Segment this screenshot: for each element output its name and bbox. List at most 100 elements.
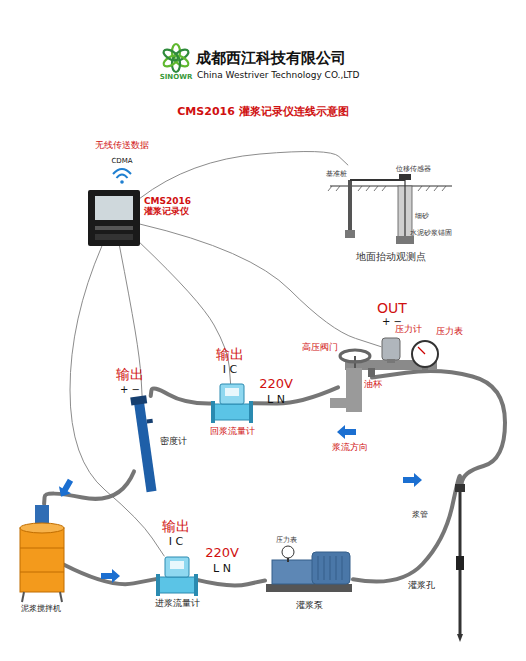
note-text: 无线传送数据: [95, 140, 149, 150]
observation-rod: [404, 178, 405, 244]
slurry-pipe: [44, 471, 134, 504]
mixer-tank: [20, 528, 64, 592]
node-label: 泥浆搅拌机: [8, 604, 74, 613]
part-name: 压力表: [436, 326, 463, 336]
flowmeter-flange: [249, 401, 253, 423]
node-label: 高压阀门: [302, 342, 338, 352]
gauge-needle: [418, 347, 425, 354]
signal-cable: [140, 152, 348, 199]
mixer-band: [20, 572, 64, 573]
pump-base: [266, 584, 352, 592]
part-name: 细砂: [415, 212, 429, 220]
pump-body: [272, 560, 314, 584]
recorder-box: CMS2016 灌浆记录仪: [88, 190, 140, 246]
flowmeter-flange: [211, 401, 215, 423]
gauge-stem: [287, 558, 289, 562]
node-label: CMS2016 灌浆记录仪: [144, 196, 200, 217]
company-name-en: China Westriver Technology CO.,LTD: [197, 70, 360, 80]
packer: [456, 556, 464, 570]
recorder-screen: [95, 196, 133, 220]
pin-name: I C: [223, 364, 237, 377]
valve-elbow: [330, 398, 350, 408]
rod-anchor: [396, 236, 414, 244]
pin-name: + −: [120, 384, 140, 396]
hole-head: [455, 484, 465, 492]
slurry-pipe: [151, 388, 212, 403]
slurry-pipe: [372, 371, 505, 484]
valve-handwheel: [340, 350, 370, 362]
node-label: 密度计: [160, 436, 187, 446]
part-name: 位移传感器: [396, 165, 431, 173]
wifi-dot: [120, 180, 124, 184]
part-name: 水泥砂浆锚固: [410, 229, 452, 237]
recorder-panel: [95, 234, 133, 240]
wifi-arc: [113, 169, 131, 174]
return-flowmeter: 回浆流量计: [212, 384, 252, 422]
signal-cable: [70, 246, 164, 556]
recorder-keys: [95, 226, 133, 230]
mixer-rim: [20, 523, 64, 533]
rod-tip: [457, 634, 463, 642]
flowmeter-body: [214, 404, 250, 420]
flowmeter-flange: [194, 574, 198, 596]
logo-leaf: [162, 48, 180, 63]
part-name: 浆管: [412, 510, 428, 519]
slurry-pipe: [64, 565, 157, 584]
sensor-beam: [350, 179, 405, 181]
pin-name: I C: [169, 536, 183, 549]
flowmeter-head: [220, 384, 244, 404]
flow-arrow: [337, 425, 356, 439]
density-meter: 密度计: [134, 396, 156, 494]
node-label: 灌浆泵: [265, 600, 353, 610]
pile-anchor: [345, 230, 355, 238]
mixer-leg: [60, 592, 62, 602]
flowmeter-display: [170, 561, 184, 569]
slurry-pipe: [197, 580, 265, 586]
grout-pump: 灌浆泵: [265, 548, 353, 594]
part-name: 压力表: [276, 536, 297, 544]
node-label: 进浆流量计: [147, 598, 207, 608]
part-name: 基准桩: [326, 170, 347, 178]
flow-arrow: [403, 473, 422, 487]
signal-cable: [140, 243, 231, 384]
oil-cup: [368, 368, 375, 377]
flowmeter-body: [159, 577, 195, 593]
flow-arrow: [101, 569, 120, 583]
port-name: 输出: [216, 346, 244, 362]
pressure-gauge: [412, 341, 438, 367]
node-label: 回浆流量计: [202, 426, 262, 436]
pressure-transmitter-body: [382, 338, 400, 360]
pump-motor: [312, 552, 350, 584]
recorder-case: [88, 190, 140, 246]
power-rating: 220V: [205, 546, 239, 561]
port-name: 输出: [116, 366, 144, 382]
logo-text: SINOWR: [160, 73, 193, 81]
signal-name: CDMA: [111, 157, 132, 165]
slurry-mixer: 泥浆搅拌机: [18, 504, 64, 602]
flowmeter-display: [225, 388, 239, 396]
power-rating: 220V: [259, 377, 293, 392]
pin-name: L N: [267, 394, 285, 407]
pin-name: L N: [213, 563, 231, 576]
diagram-title: CMS2016 灌浆记录仪连线示意图: [0, 106, 526, 119]
wifi-arc: [117, 175, 128, 179]
displacement-sensor: [399, 174, 411, 180]
density-port: [146, 419, 152, 424]
node-label: 地面抬动观测点: [328, 251, 454, 263]
flow-arrow: [55, 477, 77, 500]
mixer-leg: [22, 592, 24, 602]
grout-hole: 灌浆孔: [452, 484, 468, 636]
flow-note: 浆流方向: [332, 442, 368, 452]
inlet-flowmeter: 进浆流量计: [157, 556, 197, 594]
port-name: 输出: [162, 518, 190, 534]
density-cap: [130, 395, 147, 405]
motor-fins: [318, 556, 342, 580]
reference-pile: [348, 180, 352, 236]
flowmeter-flange: [156, 574, 160, 596]
ground-hatch: [328, 186, 446, 191]
company-name: 成都西江科技有限公司: [196, 50, 346, 67]
flowmeter-head: [165, 557, 189, 577]
mixer-band: [20, 548, 64, 549]
